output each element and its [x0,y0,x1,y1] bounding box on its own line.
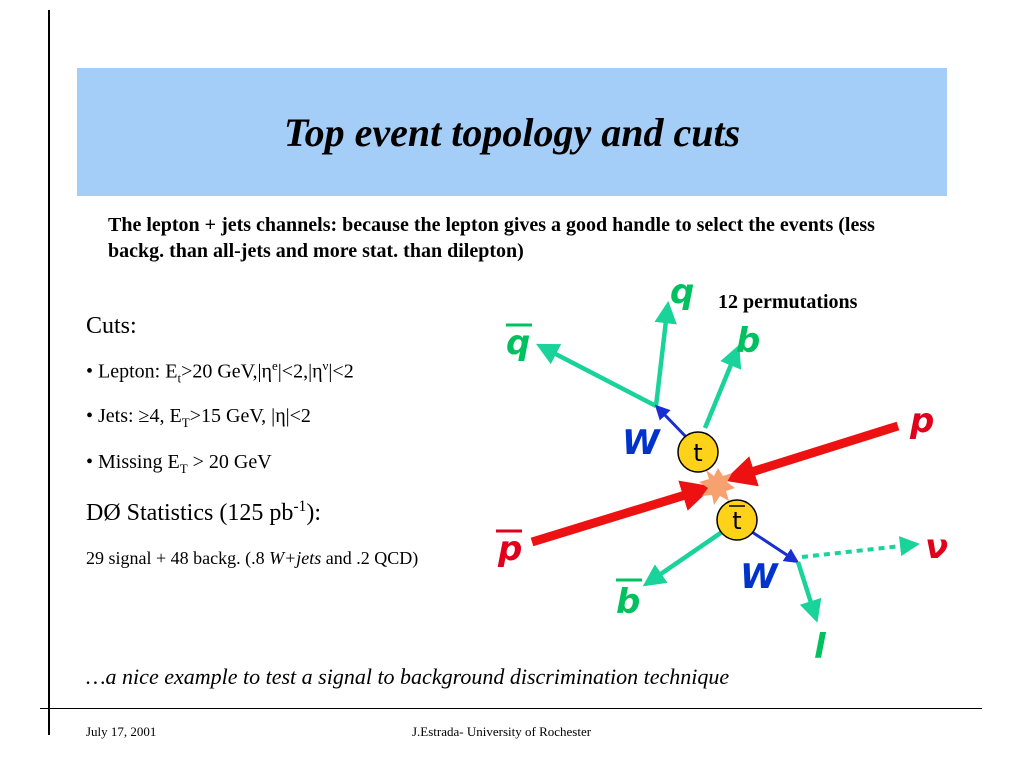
stats-heading: DØ Statistics (125 pb-1): [86,498,321,527]
slide-title: Top event topology and cuts [283,109,741,155]
jets-cut-sub: T [181,415,190,430]
intro-text: The lepton + jets channels: because the … [108,214,875,262]
nu-label: ν [925,527,948,567]
conclusion-text: …a nice example to test a signal to back… [86,664,730,689]
bottom-W-arrow [751,530,800,564]
stats-heading-suffix: ): [306,500,321,526]
neutrino-arrow [801,536,920,559]
stats-text-prefix: 29 signal + 48 backg. (.8 [86,548,270,568]
title-band: Top event topology and cuts [77,68,947,196]
top-W-label: W [622,423,661,463]
lepton-label: l [814,627,827,667]
stats-text-suffix: and .2 QCD) [321,548,419,568]
met-cut-prefix: • Missing E [86,451,180,473]
qbar-label: q [506,323,530,363]
b-jet-arrow [702,344,742,429]
q-jet-arrow [653,300,677,407]
jets-cut: • Jets: ≥4, ET>15 GeV, |η|<2 [86,405,311,431]
left-vertical-rule [48,10,50,735]
qbar-jet-arrow [536,343,658,408]
lepton-cut: • Lepton: Et>20 GeV,|ηe|<2,|ην|<2 [86,358,354,387]
lepton-cut-mid2: |<2,|η [277,360,323,383]
stats-heading-sup: -1 [293,498,307,515]
lepton-cut-sup-e: e [272,358,278,373]
met-cut-suffix: > 20 GeV [187,451,272,473]
antiproton-beam [530,480,714,547]
lepton-cut-mid1: >20 GeV,|η [181,360,272,383]
top-event-diagram: t t q q b W p p ν W b l [496,272,948,667]
met-cut-sub: T [179,461,188,476]
lepton-cut-sup-nu: ν [322,358,329,373]
lepton-cut-prefix: • Lepton: E [86,360,178,383]
proton-beam [723,421,900,487]
footer-author: J.Estrada- University of Rochester [412,724,592,739]
stats-text: 29 signal + 48 backg. (.8 W+jets and .2 … [86,543,456,573]
permutations-label: 12 permutations [718,291,858,313]
stats-text-italic: W+jets [269,548,322,568]
jets-cut-prefix: • Jets: ≥4, E [86,405,182,427]
antitop-quark-circle [716,499,758,541]
b-label: b [736,321,760,361]
footer-date: July 17, 2001 [86,724,157,739]
footer-rule [40,708,982,709]
interaction-vertex [699,468,735,505]
jets-cut-suffix: >15 GeV, |η|<2 [189,405,311,427]
lepton-cut-sub: t [177,370,182,386]
pbar-label: p [497,529,522,569]
top-quark-circle [677,431,719,473]
antitop-quark-label: t [732,507,741,535]
cuts-heading: Cuts: [86,313,137,339]
bbar-jet-arrow [642,530,724,587]
lepton-cut-suffix: |<2 [328,360,354,383]
stats-heading-prefix: DØ Statistics (125 pb [86,500,294,526]
top-quark-label: t [693,439,702,467]
bbar-label: b [616,582,640,622]
met-cut: • Missing ET > 20 GeV [86,451,272,477]
bottom-W-label: W [740,557,779,597]
q-label: q [670,272,694,312]
p-label: p [909,401,934,441]
lepton-arrow [795,561,822,623]
